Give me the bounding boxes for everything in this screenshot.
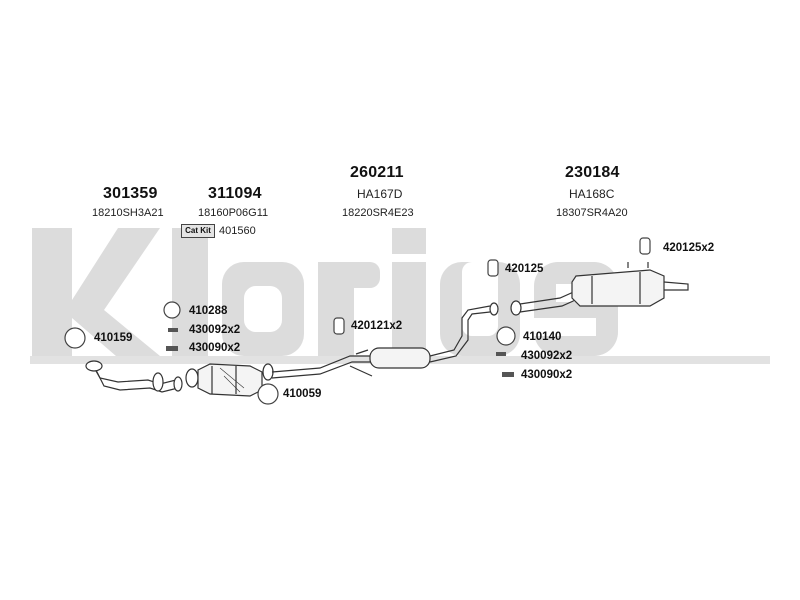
oem-number-230184: 18307SR4A20	[556, 207, 628, 219]
rubber-mount-420121	[333, 317, 345, 335]
oem-number-301359: 18210SH3A21	[92, 207, 164, 219]
part-number-301359: 301359	[103, 185, 158, 202]
front-pipe	[85, 360, 183, 393]
catalytic-converter	[185, 363, 274, 397]
label-430090-left: 430090x2	[189, 342, 241, 354]
gasket-ring-410288	[163, 301, 181, 319]
bolt-430092-right	[496, 352, 506, 356]
cat-kit-number: 401560	[219, 225, 256, 237]
label-420125: 420125	[505, 263, 544, 275]
label-420121: 420121x2	[351, 320, 403, 332]
oem-number-260211: 18220SR4E23	[342, 207, 414, 219]
nut-430090-right	[502, 372, 514, 377]
part-number-311094: 311094	[208, 185, 262, 202]
label-410140: 410140	[523, 331, 562, 343]
gasket-ring-410159	[64, 327, 86, 349]
label-410288: 410288	[189, 305, 228, 317]
rear-silencer	[510, 262, 689, 316]
label-410059: 410059	[283, 388, 322, 400]
centre-silencer	[271, 302, 499, 379]
label-430092-right: 430092x2	[521, 350, 573, 362]
cat-kit-badge: Cat Kit	[181, 224, 215, 238]
gasket-ring-410059	[257, 383, 279, 405]
gasket-ring-410140	[496, 326, 516, 346]
label-430090-right: 430090x2	[521, 369, 573, 381]
rubber-mount-420125	[487, 259, 499, 277]
label-430092-left: 430092x2	[189, 324, 241, 336]
label-410159: 410159	[94, 332, 133, 344]
bolt-430092-left	[168, 328, 178, 332]
rubber-mount-420125x2	[639, 237, 651, 255]
oem-code-ha167d: HA167D	[357, 187, 403, 201]
label-420125x2: 420125x2	[663, 242, 715, 254]
oem-number-311094: 18160P06G11	[198, 207, 269, 219]
oem-code-ha168c: HA168C	[569, 187, 615, 201]
part-number-230184: 230184	[565, 164, 620, 181]
part-number-260211: 260211	[350, 164, 404, 181]
nut-430090-left	[166, 346, 178, 351]
